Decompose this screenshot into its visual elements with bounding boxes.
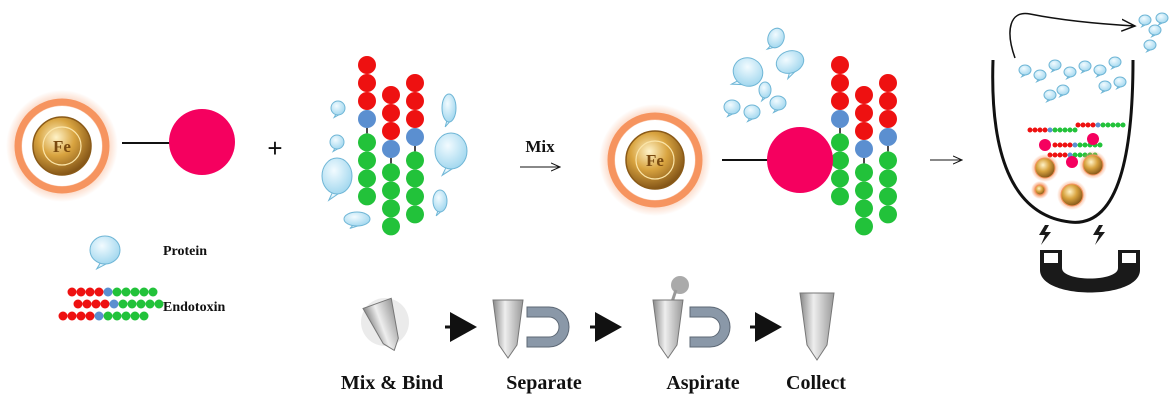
protein-icon bbox=[432, 189, 448, 217]
protein-icon bbox=[775, 50, 805, 81]
step-label-separate: Separate bbox=[506, 372, 582, 394]
ligand-ball bbox=[1087, 133, 1099, 145]
protein-icon bbox=[1113, 76, 1127, 90]
protein-icon bbox=[1033, 69, 1047, 83]
collect-tube-icon bbox=[799, 292, 835, 361]
protein-icon bbox=[1043, 89, 1057, 103]
magnetic-bead bbox=[1034, 184, 1046, 196]
protein-icon bbox=[769, 95, 787, 114]
endotoxin-chain bbox=[67, 287, 158, 297]
endotoxin-chain bbox=[855, 86, 873, 236]
fe-symbol: Fe bbox=[53, 137, 71, 156]
protein-endotoxin-mixture bbox=[321, 56, 468, 236]
protein-icon bbox=[1018, 64, 1032, 78]
separation-tube bbox=[991, 12, 1169, 224]
protein-icon bbox=[1056, 84, 1070, 98]
endotoxin-legend-icon bbox=[58, 287, 164, 321]
legend-endotoxin-label: Endotoxin bbox=[163, 300, 225, 315]
magnetic-bead bbox=[1060, 183, 1084, 207]
ligand-ball bbox=[767, 127, 833, 193]
bound-endotoxin-and-free-protein bbox=[723, 27, 897, 236]
legend-protein-label: Protein bbox=[163, 244, 207, 259]
protein-icon bbox=[1108, 56, 1122, 70]
endotoxin-chain bbox=[879, 74, 897, 224]
magnetic-bead-bound: Fe bbox=[599, 104, 770, 216]
step-label-aspirate: Aspirate bbox=[666, 372, 739, 394]
ligand-ball bbox=[1039, 139, 1051, 151]
magnetic-bead-left: Fe bbox=[6, 90, 235, 202]
step-label-mix-bind: Mix & Bind bbox=[341, 372, 443, 394]
protein-icon bbox=[321, 157, 353, 202]
protein-icon bbox=[1148, 24, 1162, 38]
mix-tube-icon bbox=[361, 297, 409, 352]
ligand-ball bbox=[169, 109, 235, 175]
protein-icon bbox=[758, 81, 772, 103]
protein-icon bbox=[1093, 64, 1107, 78]
endotoxin-chain bbox=[358, 56, 376, 206]
protein-icon bbox=[723, 99, 741, 118]
protein-icon bbox=[329, 134, 345, 153]
protein-legend-icon bbox=[89, 235, 121, 271]
endotoxin-chain bbox=[1052, 142, 1103, 148]
endotoxin-chain bbox=[1027, 127, 1078, 133]
protein-icon bbox=[1155, 12, 1169, 26]
step-label-collect: Collect bbox=[786, 372, 846, 394]
endotoxin-chain bbox=[73, 299, 164, 309]
protein-icon bbox=[1138, 14, 1152, 28]
protein-icon bbox=[330, 100, 346, 119]
protein-icon bbox=[89, 235, 121, 271]
endotoxin-chain bbox=[831, 56, 849, 206]
endotoxin-chain bbox=[406, 74, 424, 224]
lightning-icon bbox=[1093, 225, 1105, 245]
fe-symbol: Fe bbox=[646, 151, 664, 170]
magnetic-bead bbox=[1082, 154, 1104, 176]
protein-icon bbox=[1143, 39, 1157, 53]
magnet-icon bbox=[1039, 225, 1140, 293]
ligand-ball bbox=[1066, 156, 1078, 168]
protein-icon bbox=[1098, 80, 1112, 94]
endotoxin-chain bbox=[382, 86, 400, 236]
protein-icon bbox=[441, 93, 457, 128]
magnetic-bead bbox=[1034, 157, 1056, 179]
protein-icon bbox=[729, 57, 764, 87]
protein-icon bbox=[343, 211, 371, 229]
endotoxin-chain bbox=[58, 311, 149, 321]
legend: Protein Endotoxin bbox=[58, 235, 225, 321]
protein-icon bbox=[434, 132, 468, 177]
process-steps: Mix & Bind Separate Aspirate Collect bbox=[341, 276, 846, 394]
separate-tube-icon bbox=[492, 299, 570, 359]
protein-icon bbox=[1063, 66, 1077, 80]
plus-sign: + bbox=[267, 133, 282, 163]
aspirate-tube-icon bbox=[652, 276, 731, 359]
lightning-icon bbox=[1039, 225, 1051, 245]
endotoxin-chain bbox=[1075, 122, 1126, 128]
protein-icon bbox=[1048, 59, 1062, 73]
mix-label: Mix bbox=[525, 137, 555, 156]
protein-icon bbox=[1078, 60, 1092, 74]
protein-icon bbox=[765, 27, 785, 51]
protein-icon bbox=[743, 104, 761, 123]
